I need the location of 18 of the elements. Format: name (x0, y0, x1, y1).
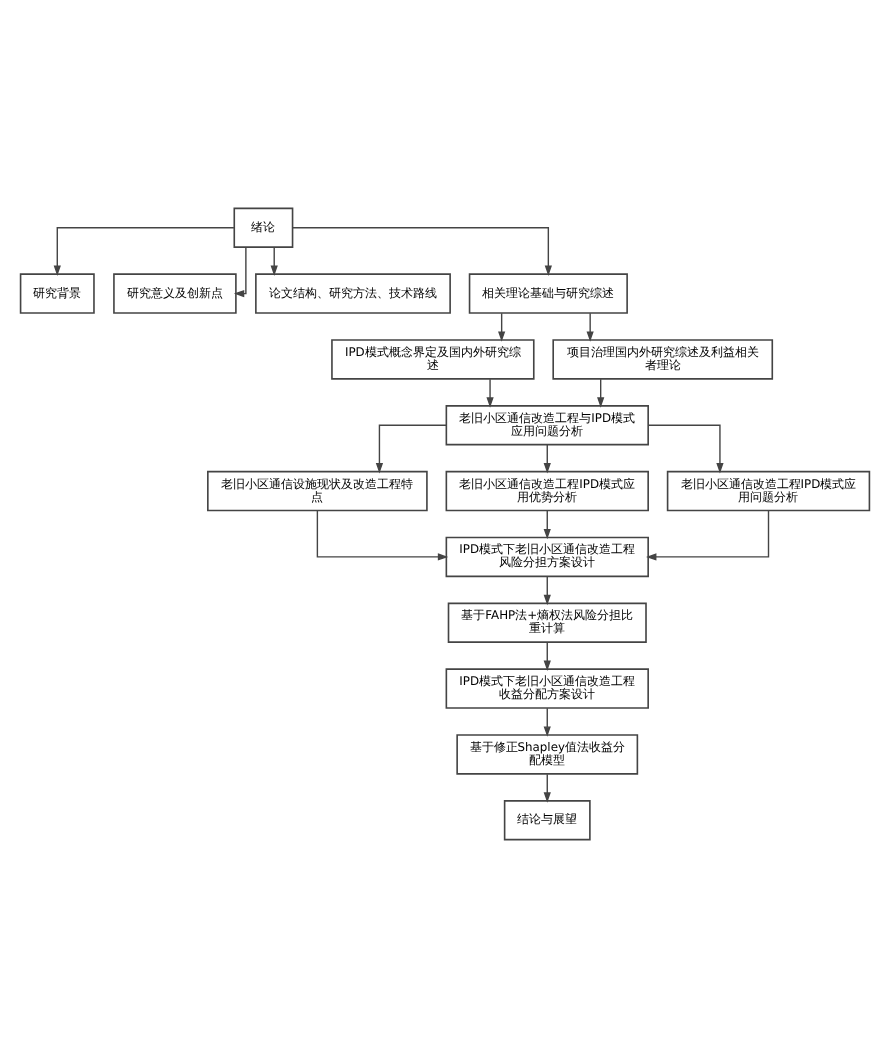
arrow (486, 377, 494, 407)
arrow (646, 509, 770, 560)
arrow (543, 640, 551, 670)
arrow (292, 226, 552, 275)
arrow (597, 377, 605, 407)
arrow (498, 311, 506, 341)
arrow (270, 245, 278, 275)
arrow (543, 574, 551, 605)
arrow (316, 509, 449, 560)
arrow (647, 423, 724, 473)
arrow (375, 423, 447, 473)
arrow (543, 706, 551, 736)
arrow (543, 443, 551, 473)
arrow (586, 311, 594, 341)
arrow (233, 245, 247, 297)
arrow (543, 772, 551, 802)
arrow (53, 226, 235, 275)
arrow (543, 509, 551, 539)
